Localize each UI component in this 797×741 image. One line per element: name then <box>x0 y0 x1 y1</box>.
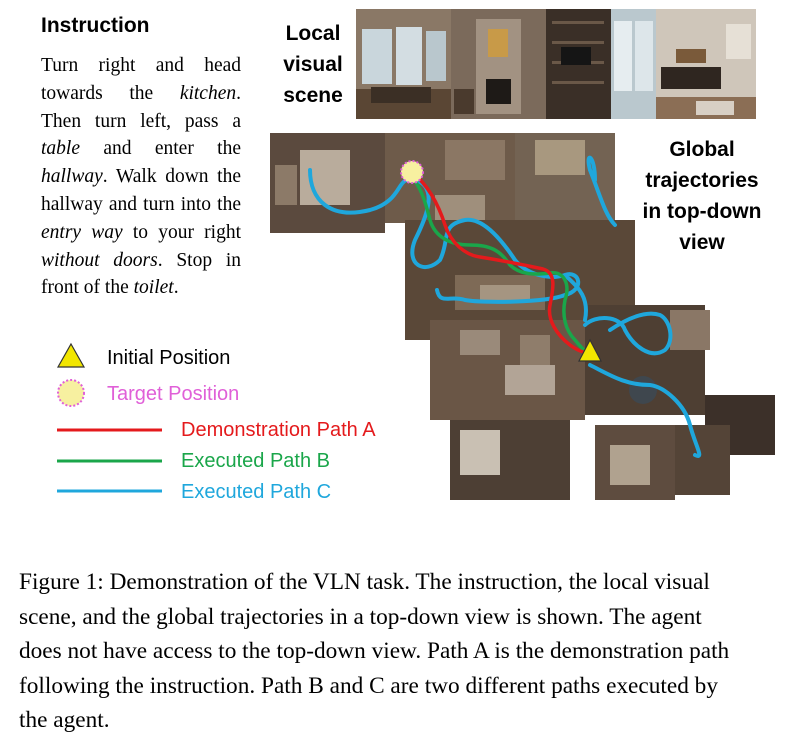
legend: Initial Position Target Position Demonst… <box>52 340 422 520</box>
instruction-keyword: table <box>41 138 80 160</box>
legend-path-a-label: Demonstration Path A <box>181 419 376 441</box>
local-visual-scene-panorama <box>356 9 756 119</box>
legend-target-label: Target Position <box>107 383 240 405</box>
instruction-segment: and enter the <box>80 138 241 160</box>
local-scene-label-line: visual <box>283 53 343 76</box>
executed-path-c-line <box>308 155 702 458</box>
instruction-keyword: without doors <box>41 249 158 271</box>
instruction-segment: . Walk down the hallway and turn into th… <box>41 166 241 215</box>
global-label-line: in top-down <box>642 200 762 223</box>
legend-symbols <box>56 342 162 493</box>
legend-path-b-label: Executed Path B <box>181 450 330 472</box>
instruction-segment: . Stop in front of the <box>41 249 241 299</box>
local-scene-label-line: scene <box>283 84 343 107</box>
legend-path-c-label: Executed Path C <box>181 481 332 503</box>
local-scene-label-line: Local <box>285 22 341 45</box>
legend-initial-label: Initial Position <box>107 347 231 369</box>
instruction-segment: . <box>173 277 179 299</box>
global-label-line: trajectories <box>645 169 759 192</box>
instruction-segment: . Then turn left, pass a <box>41 82 241 132</box>
global-label-line: Global <box>669 138 735 161</box>
instruction-segment: to your right <box>122 221 241 243</box>
instruction-text: Turn right and head towards the kitchen.… <box>41 52 241 302</box>
local-scene-label: Local visual scene <box>272 18 354 111</box>
top-down-floorplan <box>270 133 775 500</box>
global-trajectories-label: Global trajectories in top-down view <box>628 134 776 258</box>
instruction-keyword: kitchen <box>179 82 237 104</box>
legend-initial-icon <box>56 342 86 368</box>
target-position-marker <box>400 160 424 184</box>
global-label-line: view <box>679 231 725 254</box>
demonstration-path-a-line <box>411 171 592 355</box>
initial-position-marker <box>578 338 602 362</box>
instruction-keyword: hallway <box>41 166 103 188</box>
instruction-heading: Instruction <box>41 14 150 37</box>
executed-path-b-line <box>408 173 592 355</box>
instruction-segment: Turn right and head towards the <box>41 55 241 104</box>
instruction-keyword: toilet <box>133 277 174 299</box>
figure-caption: Figure 1: Demonstration of the VLN task.… <box>19 569 730 733</box>
instruction-keyword: entry way <box>41 221 123 243</box>
legend-target-icon <box>57 379 85 407</box>
